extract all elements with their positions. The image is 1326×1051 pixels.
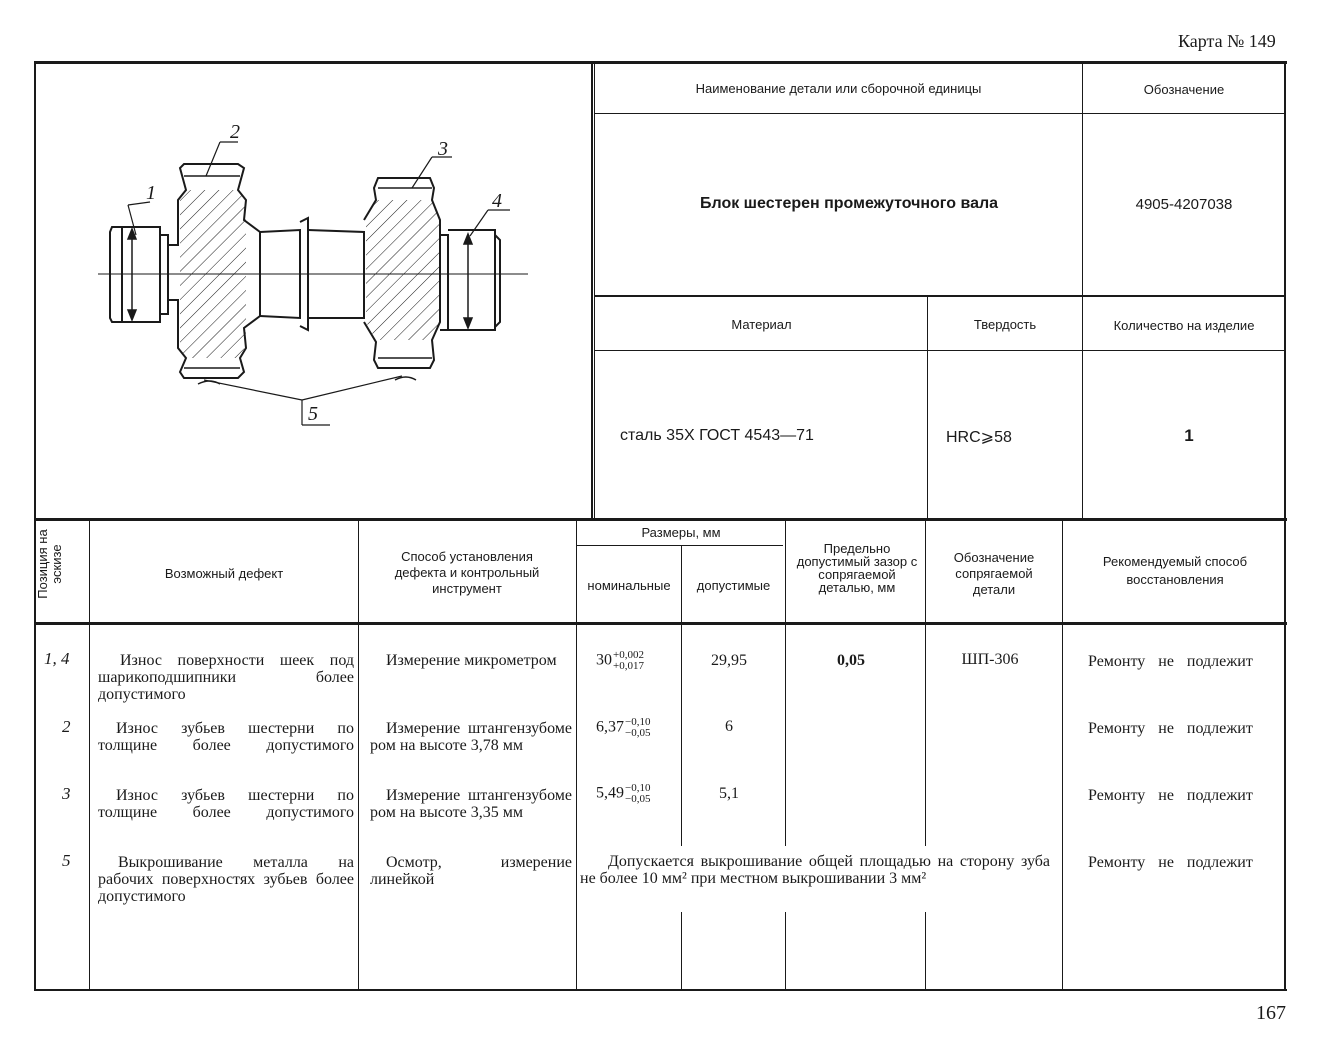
row4-repair: Ремонту не подлежит: [1088, 854, 1253, 871]
col-line-nominal: [681, 546, 682, 846]
row3-tolerance: −0,10−0,05: [625, 783, 650, 805]
row2-nominal-base: 6,37: [596, 718, 624, 736]
callout-3: 3: [437, 138, 448, 160]
row2-allowable: 6: [725, 718, 733, 735]
row3-defect: Износ зубьев шестерни по толщине более д…: [98, 787, 354, 821]
row4-position: 5: [62, 851, 71, 870]
quantity-label: Количество на изделие: [1113, 318, 1255, 333]
material-label: Материал: [731, 317, 792, 332]
header-col-line-designation: [1082, 62, 1083, 520]
designation-value: 4905-4207038: [1135, 196, 1233, 213]
row1-allowable: 29,95: [711, 652, 747, 669]
sizes-subheader-line: [577, 545, 783, 546]
header-clearance: Предельно допустимый зазор с сопрягаемой…: [796, 541, 918, 595]
callout-2: 2: [230, 121, 240, 143]
quantity-value: 1: [1184, 426, 1194, 445]
header-repair: Рекомендуемый способ восстановления: [1102, 554, 1248, 587]
callout-5: 5: [308, 403, 318, 425]
row4-note: Допускается выкрошивание общей площадью …: [580, 853, 1050, 887]
sketch-divider-double: [594, 62, 595, 520]
col-line-clearance: [925, 521, 926, 846]
row1-tol-upper: +0,002: [613, 649, 644, 661]
hardness-value: HRC⩾58: [946, 429, 1012, 446]
row1-tol-lower: +0,017: [613, 660, 644, 672]
card-label: Карта № 149: [1178, 31, 1276, 51]
row4-method: Осмотр, измерение линейкой: [370, 854, 572, 888]
row2-tol-upper: −0,10: [625, 716, 651, 728]
row2-tolerance: −0,10−0,05: [625, 717, 650, 739]
row1-mating: ШП-306: [961, 651, 1019, 668]
row2-repair: Ремонту не подлежит: [1088, 720, 1253, 737]
row1-defect: Износ поверхности шеек под шарикоподшипн…: [98, 652, 354, 703]
row2-method: Измерение штангензубомером на высоте 3,7…: [370, 720, 572, 754]
row2-tol-lower: −0,05: [625, 727, 651, 739]
row4-defect: Выкрошивание металла на рабочих поверхно…: [98, 854, 354, 905]
row3-nominal-base: 5,49: [596, 784, 624, 802]
row3-tol-lower: −0,05: [625, 793, 651, 805]
row3-nominal: 5,49−0,10−0,05: [596, 783, 650, 805]
col-line-clearance-lower: [925, 912, 926, 990]
sketch-divider: [591, 62, 593, 520]
header-nominal: номинальные: [587, 578, 671, 593]
row3-position: 3: [62, 784, 71, 803]
header-method: Способ установления дефекта и контрольны…: [394, 549, 540, 596]
row3-method: Измерение штангензубомером на высоте 3,3…: [370, 787, 572, 821]
col-line-mating: [1062, 521, 1063, 990]
row3-tol-upper: −0,10: [625, 782, 651, 794]
material-value: сталь 35Х ГОСТ 4543—71: [620, 427, 814, 444]
hardness-label: Твердость: [973, 317, 1037, 332]
frame-top-line: [34, 61, 1287, 64]
row1-nominal-base: 30: [596, 651, 612, 669]
frame-bottom-line: [34, 989, 1287, 991]
header-row-line-3: [595, 350, 1285, 351]
row1-tolerance: +0,002+0,017: [613, 650, 644, 672]
col-line-defect: [358, 521, 359, 990]
frame-right-line: [1284, 61, 1286, 991]
part-name-label: Наименование детали или сборочной единиц…: [695, 81, 982, 96]
row2-position: 2: [62, 717, 71, 736]
row1-repair: Ремонту не подлежит: [1088, 653, 1253, 670]
header-mating: Обозначение сопрягаемой детали: [953, 550, 1035, 597]
row2-nominal: 6,37−0,10−0,05: [596, 717, 650, 739]
col-line-pos: [89, 521, 90, 990]
row3-allowable: 5,1: [719, 785, 739, 802]
gear-block-sketch: 1 2 3 4 5: [98, 121, 528, 426]
part-name-value: Блок шестерен промежуточного вала: [700, 195, 999, 212]
header-allowable: допустимые: [696, 578, 771, 593]
row3-repair: Ремонту не подлежит: [1088, 787, 1253, 804]
row1-clearance: 0,05: [837, 652, 865, 669]
header-sizes: Размеры, мм: [641, 525, 721, 540]
table-header-bottom: [34, 622, 1287, 625]
header-row-line-1: [595, 113, 1285, 114]
callout-4: 4: [492, 190, 502, 212]
row2-defect: Износ зубьев шестерни по толщине более д…: [98, 720, 354, 754]
section-separator: [34, 518, 1287, 521]
row1-method: Измерение микрометром: [386, 652, 557, 669]
row1-nominal: 30+0,002+0,017: [596, 650, 644, 672]
header-row-line-2: [595, 295, 1285, 297]
col-line-allowable-lower: [785, 912, 786, 990]
col-line-allowable: [785, 521, 786, 846]
designation-label: Обозначение: [1143, 82, 1225, 97]
header-defect: Возможный дефект: [164, 566, 284, 581]
callout-1: 1: [146, 182, 156, 204]
page-number: 167: [1256, 1002, 1286, 1024]
frame-left-line: [34, 61, 36, 991]
row1-position: 1, 4: [44, 649, 70, 668]
col-line-method: [576, 521, 577, 990]
header-col-line-hardness: [927, 296, 928, 520]
col-line-nominal-lower: [681, 912, 682, 990]
header-position: Позиция на эскизе: [35, 529, 64, 599]
